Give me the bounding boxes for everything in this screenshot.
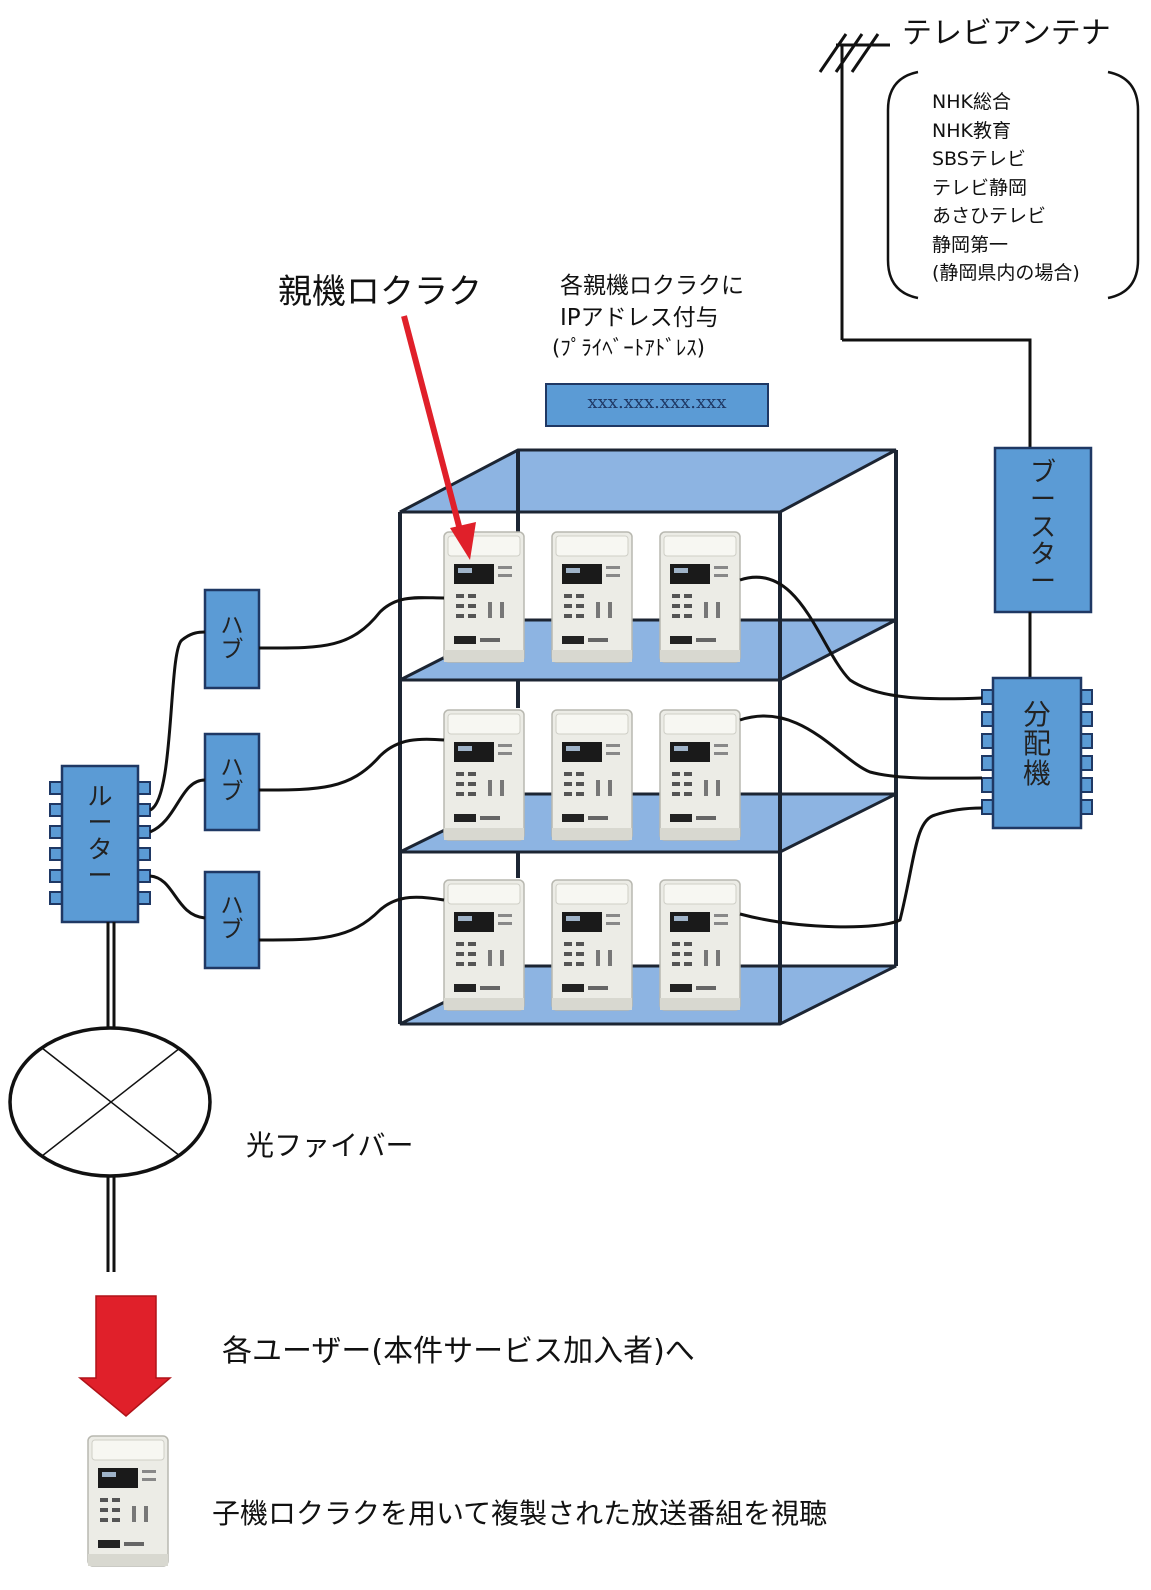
hub-label-1: ハ ブ bbox=[205, 614, 259, 662]
splitter-label-char: 分 bbox=[1022, 698, 1051, 731]
to-users-label: 各ユーザー(本件サービス加入者)へ bbox=[222, 1334, 695, 1369]
hub-label-char: ハ bbox=[220, 893, 244, 919]
splitter-label-char: 機 bbox=[1022, 756, 1051, 790]
hub-label-char: ハ bbox=[220, 613, 244, 639]
optical-fiber-icon bbox=[8, 1026, 212, 1178]
hub-box-1 bbox=[203, 588, 261, 690]
hub-label-char: ブ bbox=[220, 779, 244, 806]
hub-label-3: ハ ブ bbox=[205, 894, 259, 942]
router-box bbox=[60, 764, 140, 924]
router-label-char: ル bbox=[87, 782, 113, 811]
parent-rokuraku-devices bbox=[443, 531, 741, 1011]
channel-item: テレビ静岡 bbox=[932, 176, 1028, 199]
tv-antenna-icon bbox=[818, 33, 890, 340]
network-cables bbox=[106, 575, 983, 1272]
ip-address-box bbox=[545, 383, 769, 427]
hub-label-char: ブ bbox=[220, 637, 244, 664]
rokuraku-device-icon bbox=[551, 531, 633, 663]
router-label: ル ー タ ー bbox=[62, 782, 138, 890]
ip-note-line-3: (ﾌﾟﾗｲﾍﾞｰﾄｱﾄﾞﾚｽ) bbox=[552, 336, 705, 360]
splitter-label: 分 配 機 bbox=[993, 698, 1081, 790]
booster-box bbox=[993, 446, 1093, 614]
booster-label-char: ス bbox=[1029, 512, 1056, 543]
booster-label-char: タ bbox=[1029, 539, 1056, 570]
ip-address-text: xxx.xxx.xxx.xxx bbox=[587, 392, 727, 413]
hub-label-2: ハ ブ bbox=[205, 756, 259, 804]
channel-item: 静岡第一 bbox=[932, 233, 1009, 256]
rokuraku-device-icon bbox=[659, 879, 741, 1011]
rokuraku-device-icon bbox=[443, 709, 525, 841]
channel-list: NHK総合 NHK教育 SBSテレビ テレビ静岡 あさひテレビ 静岡第一 (静岡… bbox=[932, 88, 1080, 288]
rokuraku-device-icon bbox=[443, 879, 525, 1011]
child-rokuraku-device-icon bbox=[87, 1435, 169, 1567]
parent-pointer-arrow bbox=[401, 315, 463, 531]
channel-list-left-bracket bbox=[886, 70, 919, 300]
ip-note-line-1: 各親機ロクラクに bbox=[560, 273, 744, 299]
router-label-char: ー bbox=[87, 808, 113, 838]
antenna-label: テレビアンテナ bbox=[902, 16, 1111, 51]
rokuraku-device-icon bbox=[551, 879, 633, 1011]
splitter-ports bbox=[981, 689, 1093, 815]
router-label-char: タ bbox=[87, 834, 113, 864]
parent-rokuraku-label: 親機ロクラク bbox=[278, 272, 482, 312]
booster-label-char: ブ bbox=[1029, 458, 1056, 488]
rokuraku-device-icon bbox=[443, 531, 525, 663]
rokuraku-device-icon bbox=[551, 709, 633, 841]
booster-label: ブ ー ス タ ー bbox=[995, 458, 1091, 598]
hub-label-char: ハ bbox=[220, 755, 244, 781]
splitter-box bbox=[991, 676, 1083, 830]
fiber-label: 光ファイバー bbox=[246, 1129, 414, 1162]
channel-item: NHK総合 bbox=[932, 91, 1011, 113]
channel-item: あさひテレビ bbox=[932, 205, 1047, 227]
hub-label-char: ブ bbox=[220, 917, 244, 944]
child-note-label: 子機ロクラクを用いて複製された放送番組を視聴 bbox=[212, 1497, 828, 1530]
channel-item: NHK教育 bbox=[932, 119, 1011, 142]
router-label-char: ー bbox=[87, 860, 113, 890]
down-arrow-icon bbox=[77, 1295, 173, 1417]
channel-item: SBSテレビ bbox=[932, 148, 1026, 170]
rokuraku-device-icon bbox=[659, 709, 741, 841]
splitter-label-char: 配 bbox=[1022, 727, 1051, 761]
hub-box-3 bbox=[203, 870, 261, 970]
hub-box-2 bbox=[203, 732, 261, 832]
booster-label-char: ー bbox=[1029, 485, 1056, 516]
parent-pointer-arrow-head bbox=[450, 522, 476, 560]
antenna-cable bbox=[842, 338, 1032, 448]
channel-list-right-bracket bbox=[1107, 70, 1140, 300]
rack-top-shelf bbox=[399, 448, 897, 514]
channel-item: (静岡県内の場合) bbox=[932, 262, 1080, 284]
rokuraku-device-icon bbox=[659, 531, 741, 663]
booster-label-char: ー bbox=[1029, 567, 1056, 598]
ip-note-line-2: IPアドレス付与 bbox=[560, 305, 719, 331]
